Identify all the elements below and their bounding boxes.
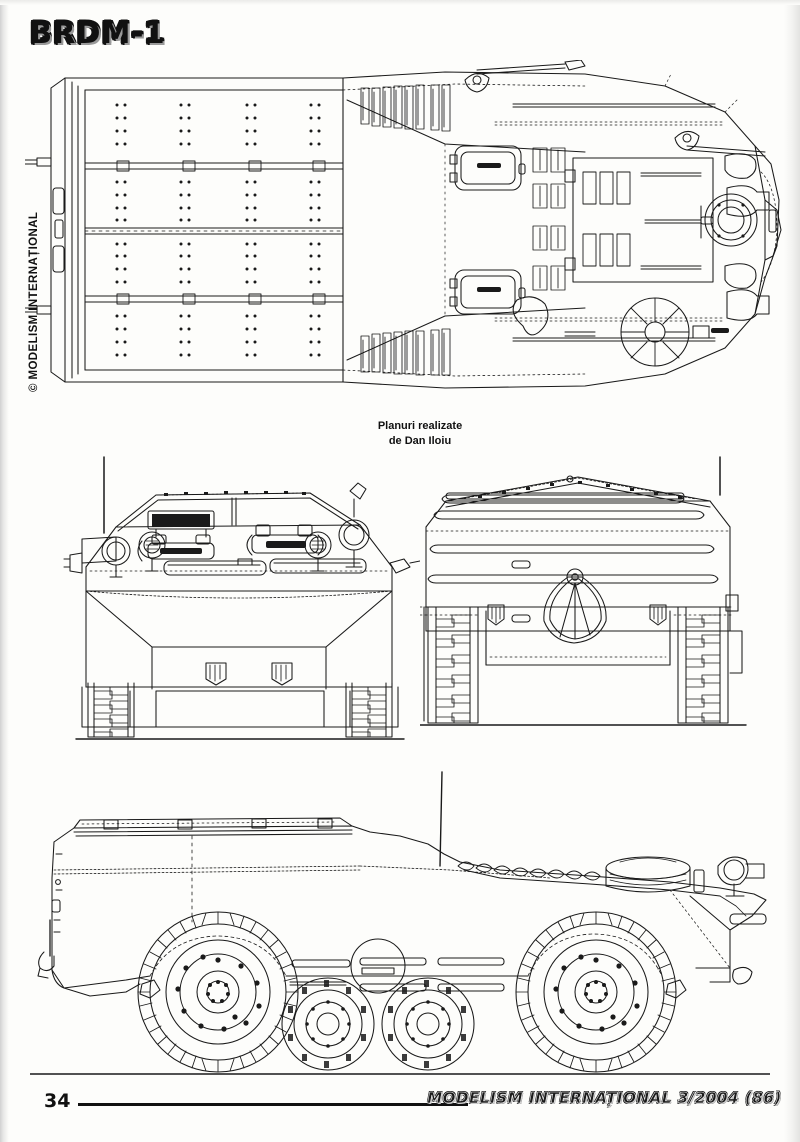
magazine-issue-line: MODELISM INTERNAȚIONAL 3/2004 (86) xyxy=(427,1089,782,1108)
footer-rule xyxy=(78,1103,468,1106)
drawing-side-view xyxy=(30,770,770,1080)
page-title: BRDM-1 xyxy=(29,15,166,50)
drawing-front-view xyxy=(60,455,420,745)
credit-line-2: de Dan Iloiu xyxy=(388,434,452,447)
drawing-top-view xyxy=(25,60,785,400)
scan-shadow-left xyxy=(0,0,9,1142)
scan-shadow-right xyxy=(784,0,800,1142)
copyright-vertical: © MODELISM INTERNAȚIONAL xyxy=(28,211,40,392)
page-footer: 34 MODELISM INTERNAȚIONAL 3/2004 (86) xyxy=(0,1088,800,1122)
credit-line-1: Planuri realizate xyxy=(377,420,463,432)
scan-shadow-top xyxy=(0,0,800,5)
credit-caption: Planuri realizate de Dan Iloiu xyxy=(300,419,540,448)
drawing-rear-view xyxy=(420,455,750,745)
page-number: 34 xyxy=(44,1090,71,1112)
